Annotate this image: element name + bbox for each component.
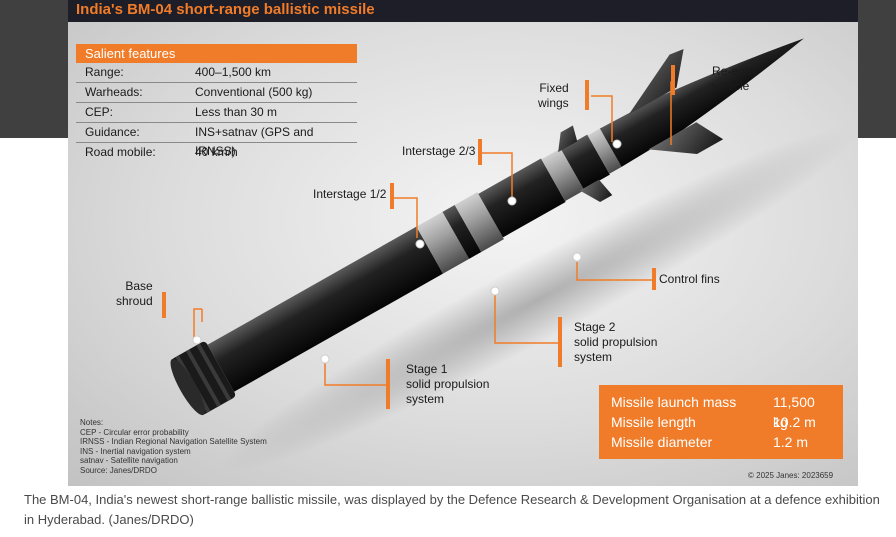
feature-key: Range: xyxy=(85,65,124,79)
marker-fixed-wings xyxy=(612,139,622,149)
infographic-title: India's BM-04 short-range ballistic miss… xyxy=(76,1,375,18)
feature-key: Road mobile: xyxy=(85,145,156,159)
infographic: India's BM-04 short-range ballistic miss… xyxy=(68,0,858,486)
callout-tab-interstage-1-2 xyxy=(390,183,394,209)
image-caption: The BM-04, India's newest short-range ba… xyxy=(24,492,880,527)
salient-features-header: Salient features xyxy=(76,44,357,63)
interstage-1-2-band xyxy=(416,211,470,274)
stage2-body xyxy=(478,158,566,238)
feature-key: Guidance: xyxy=(85,125,140,139)
spec-value: 10.2 m xyxy=(773,414,816,430)
label-reentry-vehicle: Re-entry vehicle xyxy=(712,64,759,93)
feature-row-road-mobile: Road mobile: 40 km/h xyxy=(76,143,357,162)
marker-interstage-2-3 xyxy=(507,196,517,206)
callout-tab-reentry xyxy=(671,65,675,95)
label-stage1: Stage 1 solid propulsion system xyxy=(406,362,490,406)
label-interstage-2-3: Interstage 2/3 xyxy=(402,144,476,158)
label-fixed-wings: Fixed wings xyxy=(538,81,569,110)
notes-line: INS - Inertial navigation system xyxy=(80,446,191,456)
feature-value: Less than 30 m xyxy=(195,105,278,119)
marker-interstage-1-2 xyxy=(415,239,425,249)
title-bar: India's BM-04 short-range ballistic miss… xyxy=(68,0,858,22)
spec-row-launch-mass: Missile launch mass 11,500 kg xyxy=(611,392,833,430)
marker-stage1 xyxy=(320,354,330,364)
spec-key: Missile diameter xyxy=(611,434,713,450)
missile-illustration xyxy=(162,38,857,473)
spec-row-diameter: Missile diameter 1.2 m xyxy=(611,432,833,452)
callout-tab-base-shroud xyxy=(162,292,166,318)
label-control-fins: Control fins xyxy=(659,272,720,286)
spec-key: Missile launch mass xyxy=(611,394,737,410)
notes-block: Notes: CEP - Circular error probability … xyxy=(80,418,267,475)
notes-line: IRNSS - Indian Regional Navigation Satel… xyxy=(80,437,267,446)
callout-tab-stage2 xyxy=(558,317,562,367)
missile-specs-box: Missile launch mass 11,500 kg Missile le… xyxy=(599,385,843,459)
callout-tab-control-fins xyxy=(652,268,656,290)
callout-tab-fixed-wings xyxy=(585,80,589,110)
interstage-2-3-band xyxy=(541,148,585,202)
label-interstage-1-2: Interstage 1/2 xyxy=(313,187,387,201)
feature-key: Warheads: xyxy=(85,85,143,99)
notes-line: Source: Janes/DRDO xyxy=(80,465,157,475)
callout-tab-stage1 xyxy=(386,359,390,409)
feature-key: CEP: xyxy=(85,105,114,119)
spec-value: 11,500 kg xyxy=(773,394,815,430)
marker-stage2 xyxy=(490,286,500,296)
feature-value: 400–1,500 km xyxy=(195,65,272,79)
notes-line: Notes: xyxy=(80,418,104,427)
callout-tab-interstage-2-3 xyxy=(478,139,482,165)
salient-features-table: Salient features Range: 400–1,500 km War… xyxy=(76,44,357,162)
notes-line: satnav - Satellite navigation xyxy=(80,456,178,465)
reentry-vehicle-cone xyxy=(599,38,804,167)
marker-control-fins xyxy=(572,252,582,262)
copyright-text: © 2025 Janes: 2023659 xyxy=(748,471,834,480)
stage1-body xyxy=(207,226,443,392)
feature-row-guidance: Guidance: INS+satnav (GPS and IRNSS) xyxy=(76,123,357,158)
label-base-shroud: Base shroud xyxy=(116,279,153,308)
control-fin-shape xyxy=(579,179,613,202)
label-stage2: Stage 2 solid propulsion system xyxy=(574,320,658,364)
lower-wing-shape xyxy=(648,122,724,155)
notes-line: CEP - Circular error probability xyxy=(80,427,189,437)
marker-base-shroud xyxy=(192,335,202,345)
feature-value: Conventional (500 kg) xyxy=(195,85,313,99)
spec-key: Missile length xyxy=(611,414,696,430)
feature-value: 40 km/h xyxy=(195,145,238,159)
feature-row-range: Range: 400–1,500 km xyxy=(76,63,357,83)
missile-shadow xyxy=(219,127,857,473)
feature-row-warheads: Warheads: Conventional (500 kg) xyxy=(76,83,357,103)
feature-row-cep: CEP: Less than 30 m xyxy=(76,103,357,123)
spec-value: 1.2 m xyxy=(773,434,809,450)
fixed-wing-shape xyxy=(628,49,684,115)
feature-value: INS+satnav (GPS and IRNSS) xyxy=(195,125,314,158)
spec-row-length: Missile length 10.2 m xyxy=(611,412,833,432)
